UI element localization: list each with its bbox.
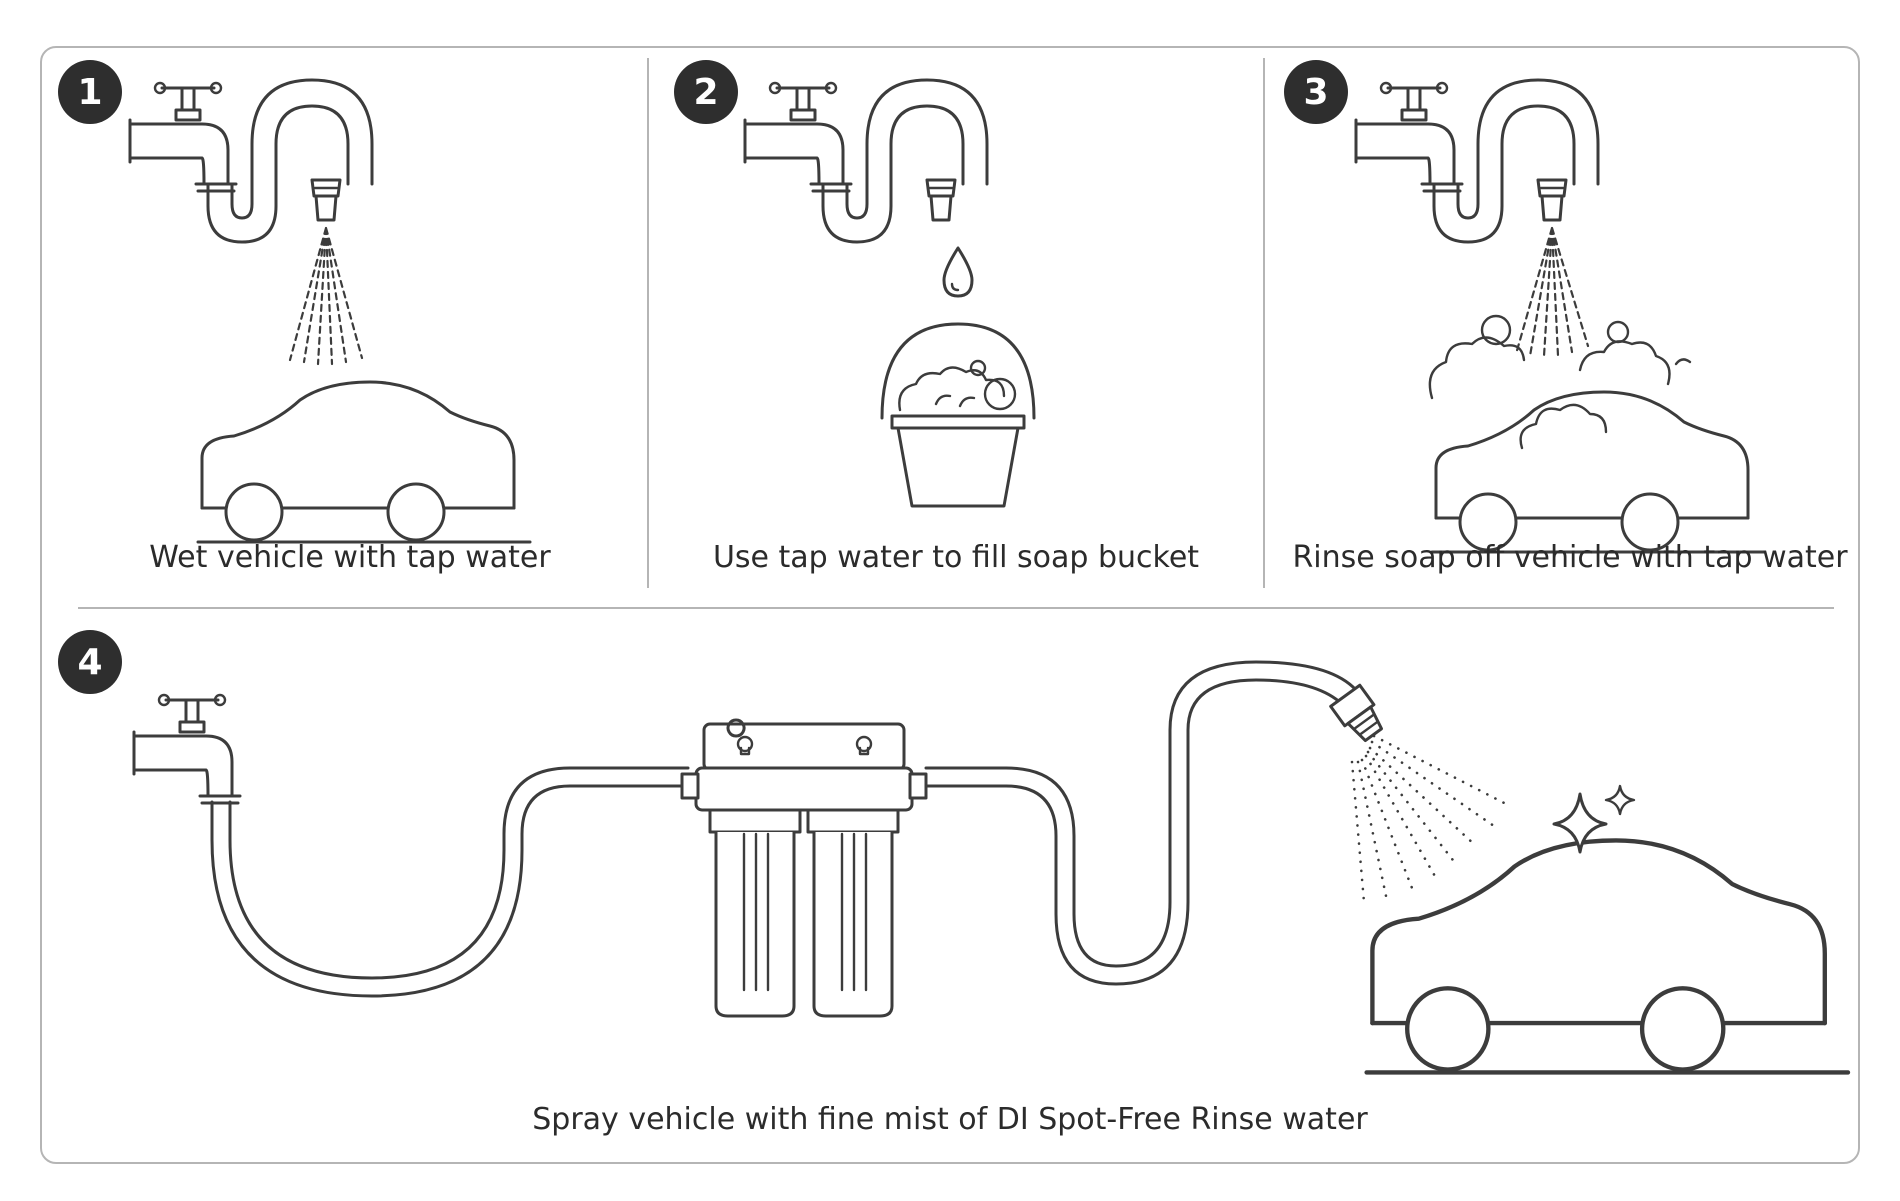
step-4-badge: 4 [58, 630, 122, 694]
soap-bucket [880, 322, 1036, 508]
soap-suds [1428, 314, 1692, 450]
step-4-caption: Spray vehicle with fine mist of DI Spot-… [532, 1102, 1368, 1137]
spray-tap-water-1 [288, 226, 364, 366]
step-3-badge: 3 [1284, 60, 1348, 124]
sparkle-icon [1552, 784, 1636, 854]
step-3-caption: Rinse soap off vehicle with tap water [1292, 540, 1848, 575]
step-1-caption: Wet vehicle with tap water [149, 540, 551, 575]
step-1-badge: 1 [58, 60, 122, 124]
hose-faucet-to-filter [210, 766, 690, 998]
step-4-illustration [132, 660, 1851, 1075]
step-2-caption: Use tap water to fill soap bucket [712, 540, 1200, 575]
divider-top-bottom [78, 607, 1834, 609]
diagram-frame [40, 46, 1860, 1164]
divider-step-2-3 [1263, 58, 1265, 588]
spray-nozzle-4 [1329, 683, 1384, 743]
water-drop [942, 246, 974, 298]
step-2-badge: 2 [674, 60, 738, 124]
step-3-illustration [1354, 78, 1766, 554]
step-2-illustration [743, 78, 1036, 508]
spray-mist-di-water [1350, 734, 1512, 904]
step-1-illustration [128, 78, 532, 544]
clean-car [1364, 838, 1851, 1075]
divider-step-1-2 [647, 58, 649, 588]
hose-filter-to-nozzle [924, 660, 1358, 986]
spray-tap-water-3 [1514, 226, 1590, 358]
water-filter [680, 718, 928, 1018]
